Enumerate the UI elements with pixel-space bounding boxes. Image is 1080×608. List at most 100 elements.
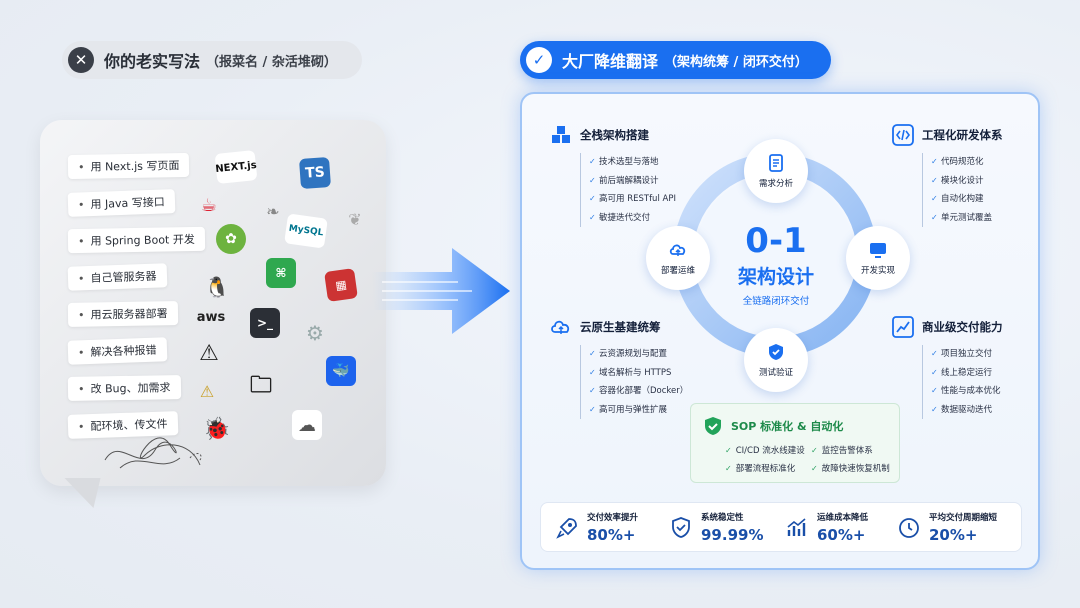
section-item: 技术选型与落地 <box>589 153 676 172</box>
section-item: 模块化设计 <box>931 172 1003 191</box>
list-item: 用 Next.js 写页面 <box>67 152 190 180</box>
list-item: 改 Bug、加需求 <box>67 375 181 401</box>
stat-value: 80%+ <box>587 526 636 544</box>
section-title: 商业级交付能力 <box>922 320 1003 334</box>
sop-title: SOP 标准化 & 自动化 <box>731 420 844 433</box>
left-header-pill: ✕ 你的老实写法 （报菜名 / 杂活堆砌） <box>62 41 362 79</box>
stat-value: 99.99% <box>701 526 764 544</box>
center-big-number: 0-1 <box>745 221 807 261</box>
section-item: 代码规范化 <box>931 153 1003 172</box>
list-item: 用 Spring Boot 开发 <box>67 226 206 254</box>
cycle-node-requirements: 需求分析 <box>744 139 808 203</box>
scribble-decoration <box>104 437 202 469</box>
center-title: 架构设计 <box>737 266 814 288</box>
terminal-icon: >_ <box>250 308 280 338</box>
stat-label: 交付效率提升 <box>587 513 639 523</box>
stat-label: 运维成本降低 <box>817 513 869 523</box>
sop-item: 监控告警体系 <box>811 444 873 456</box>
code-icon <box>892 124 914 146</box>
section-title: 全栈架构搭建 <box>580 128 649 142</box>
list-item: 自己管服务器 <box>67 263 167 291</box>
monitor-icon <box>870 243 886 258</box>
small-warning-icon: ⚠ <box>199 381 215 401</box>
section-item: 数据驱动迭代 <box>931 401 1003 420</box>
section-item: 前后端解耦设计 <box>589 172 676 191</box>
redis-logo-icon: ▦ <box>324 268 358 302</box>
document-icon <box>769 154 783 172</box>
list-item: 用云服务器部署 <box>67 301 178 327</box>
sop-item: CI/CD 流水线建设 <box>725 444 805 456</box>
section-title: 云原生基建统筹 <box>580 320 661 334</box>
cycle-node-deployment: 部署运维 <box>646 226 710 290</box>
cycle-node-label: 部署运维 <box>660 266 695 276</box>
stat-label: 平均交付周期缩短 <box>929 513 998 523</box>
stat-value: 60%+ <box>817 526 866 544</box>
cycle-node-label: 需求分析 <box>758 179 793 189</box>
cycle-node-development: 开发实现 <box>846 226 910 290</box>
rocket-icon <box>556 517 577 539</box>
right-header-pill: ✓ 大厂降维翻译 （架构统筹 / 闭环交付） <box>520 41 831 79</box>
decorative-bird-icon: ❦ <box>348 209 362 229</box>
stat-delivery-efficiency: 交付效率提升 80%+ <box>555 511 638 544</box>
section-item: 线上稳定运行 <box>931 364 1003 383</box>
right-header-subtitle: （架构统筹 / 闭环交付） <box>664 54 808 70</box>
shield-check-icon <box>672 516 690 538</box>
chart-up-icon <box>892 316 914 338</box>
left-header-title: 你的老实写法 <box>104 52 201 71</box>
section-item: 性能与成本优化 <box>931 382 1003 401</box>
green-shield-icon <box>705 417 721 435</box>
decorative-leaf-icon: ❧ <box>266 201 280 221</box>
warning-icon: ⚠ <box>199 340 219 366</box>
nextjs-logo-icon: NEXT.js <box>214 149 258 185</box>
cubes-icon <box>552 126 570 143</box>
stat-value: 20%+ <box>929 526 978 544</box>
spring-logo-icon: ✿ <box>216 224 246 254</box>
section-cloud: 云原生基建统筹 云资源规划与配置 域名解析与 HTTPS 容器化部署（Docke… <box>550 316 688 419</box>
mysql-logo-icon: MySQL <box>284 213 328 249</box>
cycle-node-label: 测试验证 <box>758 368 793 378</box>
section-item: 域名解析与 HTTPS <box>589 364 688 383</box>
stat-stability: 系统稳定性 99.99% <box>669 511 763 544</box>
section-item: 容器化部署（Docker） <box>589 382 688 401</box>
close-icon: ✕ <box>68 47 94 73</box>
cycle-node-label: 开发实现 <box>860 266 895 276</box>
right-header-title: 大厂降维翻译 <box>562 52 659 71</box>
stats-bar: 交付效率提升 80%+ 系统稳定性 99.99% 运维成本降低 60%+ 平均交付周期… <box>540 502 1022 552</box>
section-fullstack: 全栈架构搭建 技术选型与落地 前后端解耦设计 高可用 RESTful API 敏… <box>550 124 676 227</box>
section-item: 云资源规划与配置 <box>589 345 688 364</box>
list-item: 用 Java 写接口 <box>67 189 176 217</box>
section-item: 高可用 RESTful API <box>589 190 676 209</box>
center-subtitle: 全链路闭环交付 <box>742 296 810 307</box>
bar-chart-icon <box>787 517 806 536</box>
jenkins-logo-icon: ⌘ <box>266 258 296 288</box>
section-engineering: 工程化研发体系 代码规范化 模块化设计 自动化构建 单元测试覆盖 <box>892 124 1003 227</box>
sop-card: SOP 标准化 & 自动化 CI/CD 流水线建设 监控告警体系 部署流程标准化… <box>690 403 900 483</box>
transform-arrow-icon <box>372 248 510 334</box>
gear-icon: ⚙ <box>306 321 324 345</box>
cycle-node-testing: 测试验证 <box>744 328 808 392</box>
aws-logo-icon: aws <box>196 309 226 325</box>
section-commercial: 商业级交付能力 项目独立交付 线上稳定运行 性能与成本优化 数据驱动迭代 <box>892 316 1003 419</box>
center-hub: 0-1 架构设计 全链路闭环交付 <box>716 222 836 307</box>
stat-label: 系统稳定性 <box>701 513 744 523</box>
list-item: 解决各种报错 <box>67 337 167 365</box>
section-item: 单元测试覆盖 <box>931 209 1003 228</box>
section-item: 高可用与弹性扩展 <box>589 401 688 420</box>
stat-delivery-cycle: 平均交付周期缩短 20%+ <box>897 511 997 544</box>
stat-ops-cost: 运维成本降低 60%+ <box>785 511 868 544</box>
cloud-upload-icon <box>669 244 686 256</box>
typescript-logo-icon: TS <box>298 156 332 190</box>
section-item: 敏捷迭代交付 <box>589 209 676 228</box>
left-header-subtitle: （报菜名 / 杂活堆砌） <box>206 54 337 70</box>
check-icon: ✓ <box>526 47 552 73</box>
section-item: 项目独立交付 <box>931 345 1003 364</box>
cloud-icon: ☁ <box>292 410 322 440</box>
shield-icon <box>769 344 783 360</box>
sop-item: 故障快速恢复机制 <box>811 462 890 474</box>
java-logo-icon: ☕ <box>200 194 218 216</box>
folder-icon: 🗀 <box>249 373 272 398</box>
linux-penguin-icon: 🐧 <box>204 275 230 299</box>
bug-icon: 🐞 <box>203 416 231 442</box>
sop-item: 部署流程标准化 <box>725 462 796 474</box>
clock-icon <box>899 517 919 538</box>
